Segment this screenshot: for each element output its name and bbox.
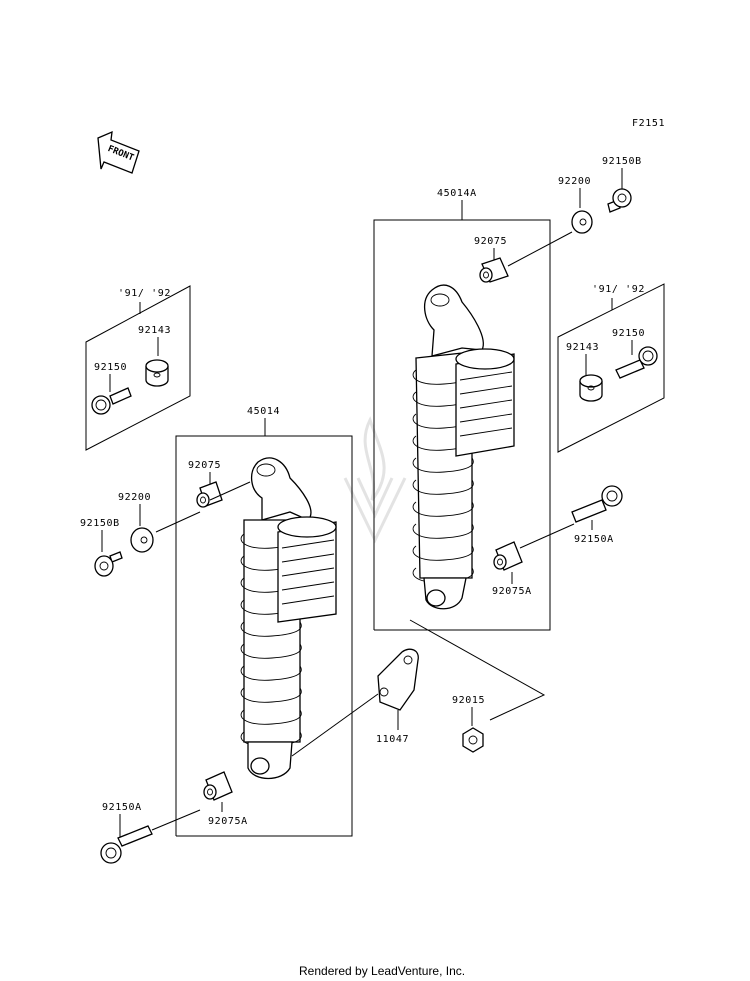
kit-left-bolt-label: 92150 (94, 362, 127, 373)
assy-right-label: 45014A (437, 188, 477, 199)
nut-label: 92015 (452, 695, 485, 706)
bolt-right-top-label: 92150B (602, 156, 642, 167)
shock-absorber-right (412, 284, 515, 610)
bracket-11047 (377, 648, 419, 711)
assy-left-label: 45014 (247, 406, 280, 417)
collar-left-top-label: 92075 (188, 460, 221, 471)
washer-right-label: 92200 (558, 176, 591, 187)
footer-credit: Rendered by LeadVenture, Inc. (299, 964, 465, 978)
front-arrow-icon: FRONT (97, 130, 140, 174)
bolt-right-bottom-label: 92150A (574, 534, 614, 545)
shock-absorber-left (240, 457, 337, 780)
kit-left-years: '91/ '92 (118, 288, 171, 299)
washer-left-label: 92200 (118, 492, 151, 503)
collar-92075-left-top (196, 481, 223, 508)
bolt-92150-right (615, 346, 658, 379)
collar-92075a-right-bottom (493, 541, 523, 571)
kit-left: '91/ '92 92143 92150 (85, 285, 191, 451)
collar-right-bottom-label: 92075A (492, 586, 532, 597)
bolt-92150a-right (571, 485, 623, 523)
spacer-92143-left (145, 359, 169, 387)
assembly-right: 45014A 92075 (373, 188, 551, 631)
bolt-92150-left (91, 387, 132, 415)
nut-92015 (462, 727, 484, 753)
spacer-92143-right (579, 374, 603, 402)
bolt-92150a-left (100, 825, 153, 864)
bolt-92150b-left (94, 551, 123, 577)
collar-left-bottom-label: 92075A (208, 816, 248, 827)
collar-right-top-label: 92075 (474, 236, 507, 247)
bolt-92150b-right (607, 188, 632, 213)
bolt-left-top-label: 92150B (80, 518, 120, 529)
kit-right: '91/ '92 92150 92143 (557, 283, 665, 453)
assembly-left: 45014 (175, 406, 353, 837)
kit-right-bolt-label: 92150 (612, 328, 645, 339)
kit-right-years: '91/ '92 (592, 284, 645, 295)
kit-left-spacer-label: 92143 (138, 325, 171, 336)
diagram-id: F2151 (632, 118, 665, 129)
watermark-logo (343, 416, 407, 544)
kit-right-spacer-label: 92143 (566, 342, 599, 353)
bolt-left-bottom-label: 92150A (102, 802, 142, 813)
bracket-label: 11047 (376, 734, 409, 745)
collar-92075a-left-bottom (203, 771, 233, 801)
washer-92200-left (130, 527, 154, 553)
collar-92075-right-top (479, 257, 509, 283)
washer-92200-right (571, 210, 593, 234)
